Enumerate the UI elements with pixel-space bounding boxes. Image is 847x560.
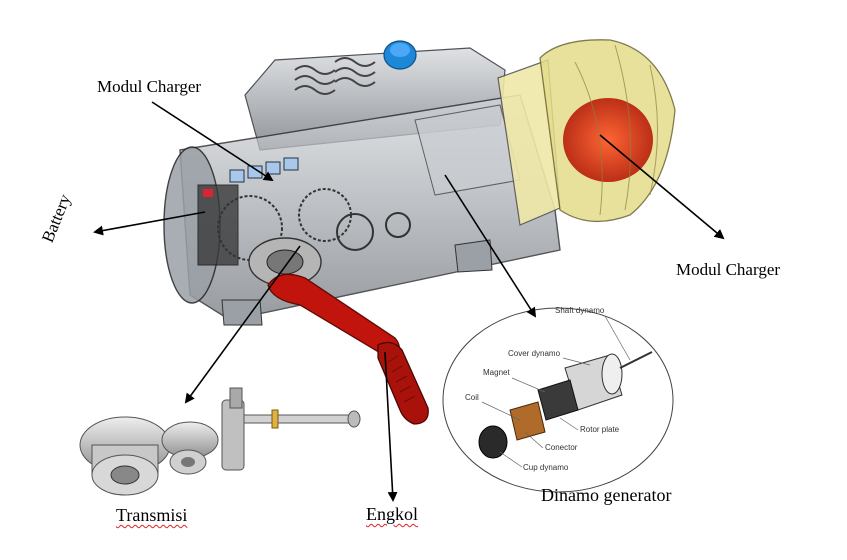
cone-core <box>563 98 653 182</box>
dynamo-label-magnet: Magnet <box>483 368 510 377</box>
transmission-illustration <box>79 387 361 496</box>
battery-block <box>197 184 239 266</box>
arrow-engkol <box>384 351 398 502</box>
label-modul-charger-left: Modul Charger <box>97 77 202 96</box>
dynamo-label-cup: Cup dynamo <box>523 463 569 472</box>
arrow-transmisi <box>184 245 301 404</box>
dynamo-label-coil: Coil <box>465 393 479 402</box>
arrow-modul-charger-right <box>599 134 725 240</box>
label-engkol: Engkol <box>366 504 418 524</box>
label-modul-charger-right: Modul Charger <box>676 260 781 279</box>
device-illustration <box>163 39 676 425</box>
callout-arrows <box>93 101 725 502</box>
dynamo-label-cover: Cover dynamo <box>508 349 561 358</box>
arrow-battery <box>93 211 206 236</box>
arrow-modul-charger-left <box>151 101 274 182</box>
dynamo-exploded-view: Shaft dynamo Cover dynamo Magnet Coil Ro… <box>442 306 674 493</box>
arrow-dinamo <box>444 174 537 318</box>
crank-grip <box>377 341 429 425</box>
label-transmisi: Transmisi <box>116 505 188 525</box>
dynamo-label-shaft: Shaft dynamo <box>555 306 605 315</box>
top-coils <box>294 57 376 95</box>
mount-foot-left <box>221 299 263 326</box>
dynamo-label-rotor-plate: Rotor plate <box>580 425 620 434</box>
label-dinamo-generator: Dinamo generator <box>541 485 672 505</box>
mount-foot-right <box>454 239 493 273</box>
charger-module-boxes <box>229 157 299 183</box>
dynamo-label-conector: Conector <box>545 443 578 452</box>
